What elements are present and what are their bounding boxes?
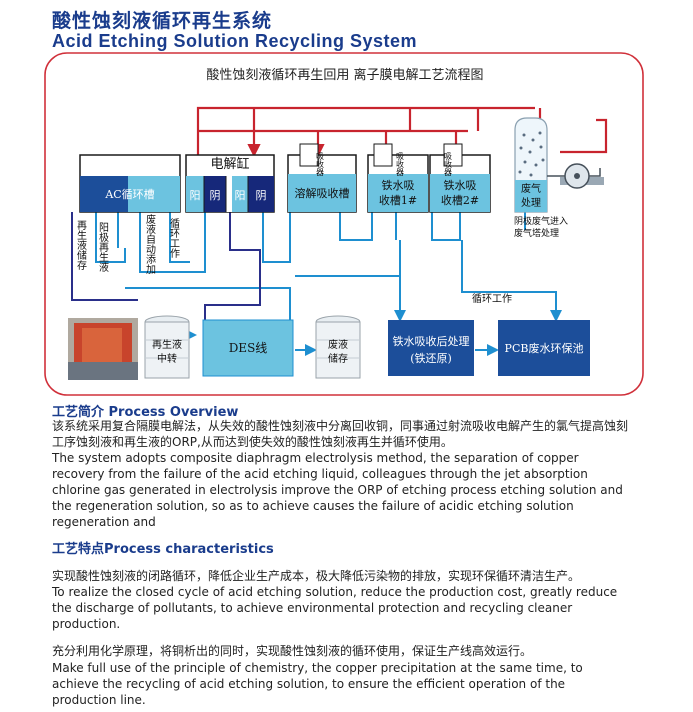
gas-treat-label-l2: 处理 xyxy=(521,197,541,209)
cathode-label-2: 阴 xyxy=(256,189,267,202)
regen-storage-label: 再生液储存 xyxy=(75,220,87,270)
overview-en-text: The system adopts composite diaphragm el… xyxy=(52,450,632,530)
iron-absorption-tank-2: 铁水吸 收槽2# xyxy=(430,144,490,212)
pcb-wastewater-pool: PCB废水环保池 xyxy=(498,320,590,376)
absorber-label-1: 吸收器 xyxy=(316,152,325,177)
iron-tank1-label-l1: 铁水吸 xyxy=(382,179,415,192)
iron-post-label-l2: (铁还原) xyxy=(410,352,452,365)
electrolysis-cell: 电解缸 阳 阴 阳 阴 xyxy=(186,155,274,212)
waste-storage-label-l2: 储存 xyxy=(328,352,348,365)
cathode-gas-label-l1: 阴极废气进入 xyxy=(514,215,568,227)
anode-label-1: 阳 xyxy=(190,189,201,202)
absorber-label-2: 吸收器 xyxy=(396,152,405,177)
diagram-title: 酸性蚀刻液循环再生回用 离子膜电解工艺流程图 xyxy=(206,67,483,83)
gas-treat-label-l1: 废气 xyxy=(521,182,541,195)
process-flow-diagram: 酸性蚀刻液循环再生回用 离子膜电解工艺流程图 xyxy=(0,0,693,400)
regen-transfer-label-l2: 中转 xyxy=(157,352,177,365)
cathode-gas-label-l2: 废气塔处理 xyxy=(514,227,559,239)
regen-transfer-tank: 再生液 中转 xyxy=(145,316,189,378)
characteristics-heading: 工艺特点Process characteristics xyxy=(52,538,274,557)
characteristics-p2-cn: 充分利用化学原理，将铜析出的同时，实现酸性蚀刻液的循环使用，保证生产线高效运行。 xyxy=(52,643,632,659)
ac-circulation-tank: AC循环槽 xyxy=(80,155,180,212)
des-line-label: DES线 xyxy=(229,341,268,355)
cathode-label-1: 阴 xyxy=(210,189,221,202)
equipment-photo xyxy=(68,318,138,380)
circulation-work-label-2: 循环工作 xyxy=(472,292,512,305)
auto-add-label: 废液自动添加 xyxy=(144,213,156,274)
characteristics-p1-en: To realize the closed cycle of acid etch… xyxy=(52,584,632,632)
dissolve-tank-label: 溶解吸收槽 xyxy=(295,186,350,200)
waste-storage-label-l1: 废液 xyxy=(328,338,348,351)
blower-fan-icon xyxy=(547,164,604,188)
circulation-work-label: 循环工作 xyxy=(168,217,180,258)
absorber-label-3: 吸收器 xyxy=(444,152,453,177)
gas-treatment-tower: 废气 处理 阴极废气进入 废气塔处理 xyxy=(514,118,568,239)
iron-tank2-label-l2: 收槽2# xyxy=(441,193,479,207)
iron-tank1-label-l2: 收槽1# xyxy=(379,193,417,207)
overview-cn-text: 该系统采用复合隔膜电解法，从失效的酸性蚀刻液中分离回收铜，同事通过射流吸收电解产… xyxy=(52,418,632,450)
iron-tank2-label-l1: 铁水吸 xyxy=(444,179,477,192)
des-line: DES线 xyxy=(203,320,293,376)
iron-post-label-l1: 铁水吸收后处理 xyxy=(393,334,470,348)
anode-regen-label: 阳极再生液 xyxy=(97,222,109,273)
regen-transfer-label-l1: 再生液 xyxy=(152,338,182,351)
electrolysis-cell-label: 电解缸 xyxy=(210,156,249,172)
pcb-pool-label: PCB废水环保池 xyxy=(505,341,584,355)
side-labels: 再生液储存 阳极再生液 废液自动添加 循环工作 xyxy=(75,213,180,274)
anode-label-2: 阳 xyxy=(235,189,246,202)
waste-storage-tank: 废液 储存 xyxy=(316,316,360,378)
characteristics-p2-en: Make full use of the principle of chemis… xyxy=(52,660,632,708)
iron-post-treatment: 铁水吸收后处理 (铁还原) xyxy=(388,320,474,376)
characteristics-p1-cn: 实现酸性蚀刻液的闭路循环，降低企业生产成本，极大降低污染物的排放，实现环保循环清… xyxy=(52,568,632,584)
ac-tank-label: AC循环槽 xyxy=(104,188,154,201)
